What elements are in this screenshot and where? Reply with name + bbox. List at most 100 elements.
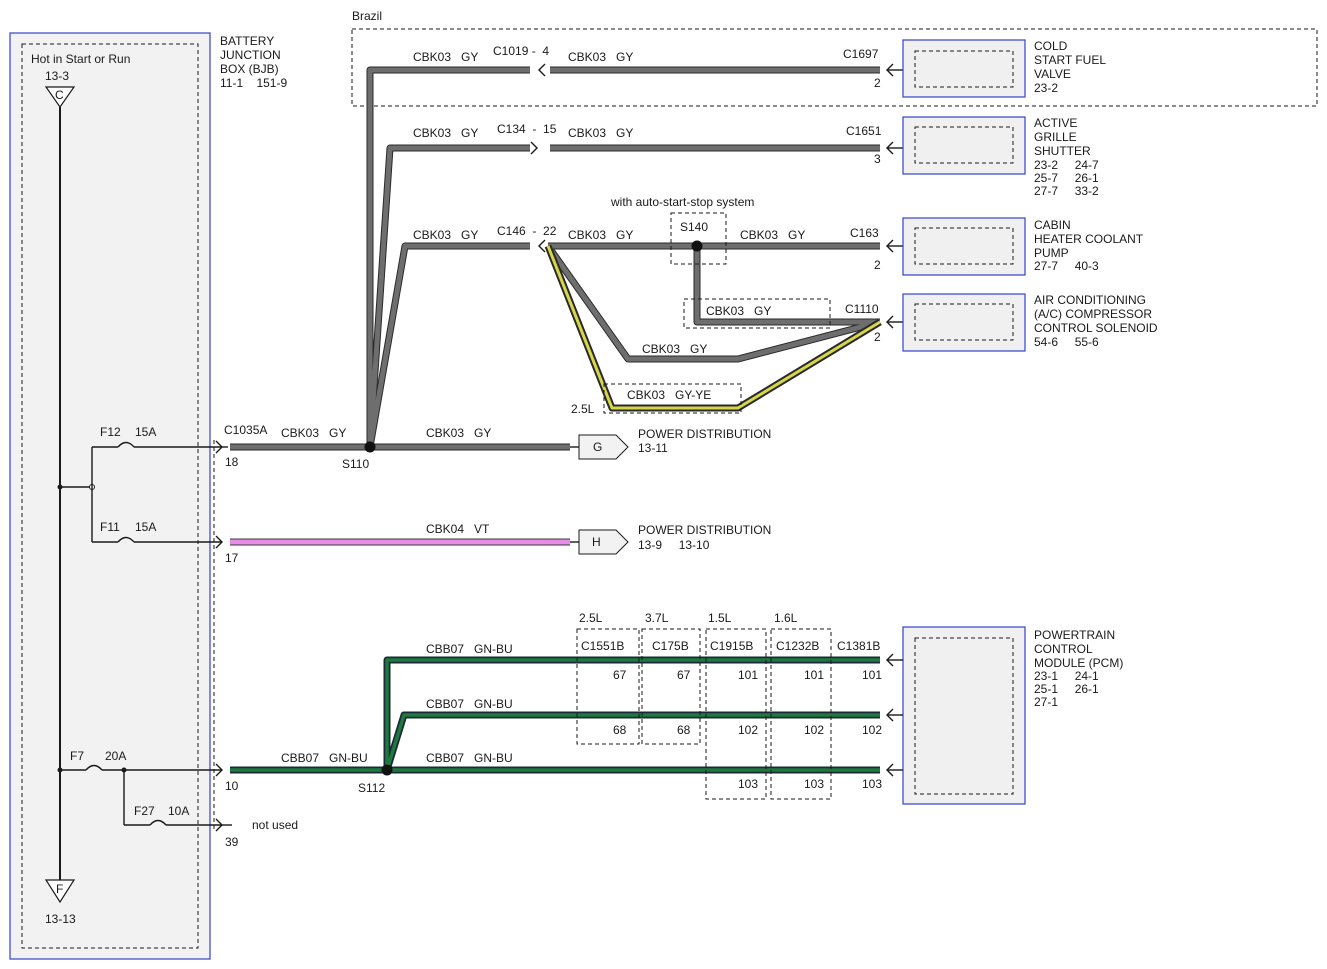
gy-ye-option-box [603,383,742,414]
svg-text:H: H [592,535,601,549]
wire-label-cabin-right: CBK03 GY [740,228,805,242]
battery-junction-box: Hot in Start or Run 13-3 C F 13-13 [9,32,215,960]
bjb-title-line-2: JUNCTION [220,48,281,62]
splice-s140-label: S140 [680,220,708,234]
pin-cabin: 2 [874,258,881,272]
svg-text:G: G [593,440,602,454]
wire-label-ac-upper: CBK03 GY [706,304,771,318]
svg-text:HEATER COOLANT: HEATER COOLANT [1034,232,1144,246]
wire-label-brazil-left: CBK03 GY [413,50,478,64]
svg-text:CONTROL SOLENOID: CONTROL SOLENOID [1034,321,1158,335]
svg-text:2.5L: 2.5L [579,611,603,625]
svg-text:23-1 24-1: 23-1 24-1 [1034,669,1099,683]
hot-in-start-label: Hot in Start or Run [31,52,130,66]
pin-pcm-101: 101 [862,668,882,682]
svg-text:SHUTTER: SHUTTER [1034,144,1091,158]
pin-18: 18 [225,455,239,469]
svg-text:103: 103 [738,777,758,791]
power-distribution-h: H POWER DISTRIBUTION 13-9 13-10 [570,523,771,555]
power-distribution-g: G POWER DISTRIBUTION 13-11 [570,427,771,460]
svg-text:GRILLE: GRILLE [1034,130,1077,144]
wire-label-grille-right: CBK03 GY [568,126,633,140]
svg-text:68: 68 [613,723,627,737]
svg-text:103: 103 [804,777,824,791]
svg-text:102: 102 [738,723,758,737]
pin-39: 39 [225,835,239,849]
pin-grille: 3 [874,152,881,166]
pin-cold-start: 2 [874,76,881,90]
component-active-grille-shutter: ACTIVE GRILLE SHUTTER 23-2 24-7 25-7 26-… [902,116,1099,198]
wire-label-bjb-right: CBK03 GY [426,426,491,440]
connector-c1110: C1110 [845,302,879,316]
pin-ac: 2 [874,330,881,344]
engine-tag-2.5l-upper: 2.5L [571,402,595,416]
fuse-f12-rating: 15A [135,425,156,439]
svg-text:PUMP: PUMP [1034,246,1069,260]
fuse-f7-rating: 20A [105,749,126,763]
wire-label-gy-ye: CBK03 GY-YE [627,388,711,402]
gy-wires [230,66,882,451]
svg-text:START FUEL: START FUEL [1034,53,1106,67]
svg-text:67: 67 [613,668,627,682]
connector-c1697: C1697 [843,47,879,61]
connector-c1035a: C1035A [224,423,267,437]
fuse-f11-rating: 15A [135,520,156,534]
svg-text:COLD: COLD [1034,39,1068,53]
wire-label-gn-bu-bottom: CBB07 GN-BU [426,751,513,765]
wire-label-cabin-mid: CBK03 GY [568,228,633,242]
svg-text:C1232B: C1232B [776,639,819,653]
inline-connector-c1232b: 1.6L C1232B 101 102 103 [770,611,832,800]
svg-text:C175B: C175B [652,639,689,653]
wire-label-brazil-right: CBK03 GY [568,50,633,64]
svg-text:68: 68 [677,723,691,737]
fuse-f12-name: F12 [100,425,121,439]
svg-text:MODULE (PCM): MODULE (PCM) [1034,656,1123,670]
svg-text:54-6 55-6: 54-6 55-6 [1034,335,1099,349]
cbk03-option-box [683,298,831,329]
splice-s140-box [670,212,727,265]
connector-c1019: C1019 - 4 [493,44,549,58]
wire-label-ac-lower: CBK03 GY [642,342,707,356]
component-cabin-heater-coolant-pump: CABIN HEATER COOLANT PUMP 27-7 40-3 [902,217,1144,276]
wire-label-grille-left: CBK03 GY [413,126,478,140]
svg-text:101: 101 [738,668,758,682]
svg-text:AIR CONDITIONING: AIR CONDITIONING [1034,293,1146,307]
fuse-branches [57,440,232,832]
svg-text:POWER DISTRIBUTION: POWER DISTRIBUTION [638,427,771,441]
wire-label-bjb-left: CBK03 GY [281,426,346,440]
wire-label-cabin-left: CBK03 GY [413,228,478,242]
connector-c-letter: C [55,88,64,102]
connector-c1651: C1651 [846,124,882,138]
svg-text:1.6L: 1.6L [774,611,798,625]
pin-10: 10 [225,779,239,793]
inline-connector-c175b: 3.7L C175B 67 68 [641,611,701,745]
svg-text:POWERTRAIN: POWERTRAIN [1034,628,1115,642]
splice-s112-label: S112 [358,781,385,795]
svg-text:23-2: 23-2 [1034,81,1058,95]
bjb-bottom-ref: 13-13 [45,912,76,926]
svg-text:C1915B: C1915B [710,639,753,653]
component-pcm: POWERTRAIN CONTROL MODULE (PCM) 23-1 24-… [902,626,1123,805]
svg-text:25-1 26-1: 25-1 26-1 [1034,682,1099,696]
wire-label-vt: CBK04 VT [426,522,490,536]
region-brazil-label: Brazil [352,9,382,23]
svg-text:3.7L: 3.7L [645,611,669,625]
bjb-refs: 11-1 151-9 [220,76,287,90]
svg-text:CABIN: CABIN [1034,218,1071,232]
svg-text:1.5L: 1.5L [708,611,732,625]
connector-f-letter: F [56,882,63,896]
bjb-title-line-1: BATTERY [220,34,274,48]
pin-pcm-103: 103 [862,777,882,791]
connector-f-marker [44,879,76,904]
fuse-f11-name: F11 [100,520,120,534]
svg-text:27-7 33-2: 27-7 33-2 [1034,184,1099,198]
svg-text:C1551B: C1551B [581,639,624,653]
component-cold-start-fuel-valve: COLD START FUEL VALVE 23-2 [902,39,1106,98]
wire-label-gn-bu-left: CBB07 GN-BU [281,751,368,765]
inline-connector-c1551b: 2.5L C1551B 67 68 [576,611,640,745]
connector-arrows [530,63,903,329]
connector-c146: C146 - 22 [497,224,557,238]
splice-s110 [364,441,376,453]
wire-label-gn-bu-mid: CBB07 GN-BU [426,697,513,711]
